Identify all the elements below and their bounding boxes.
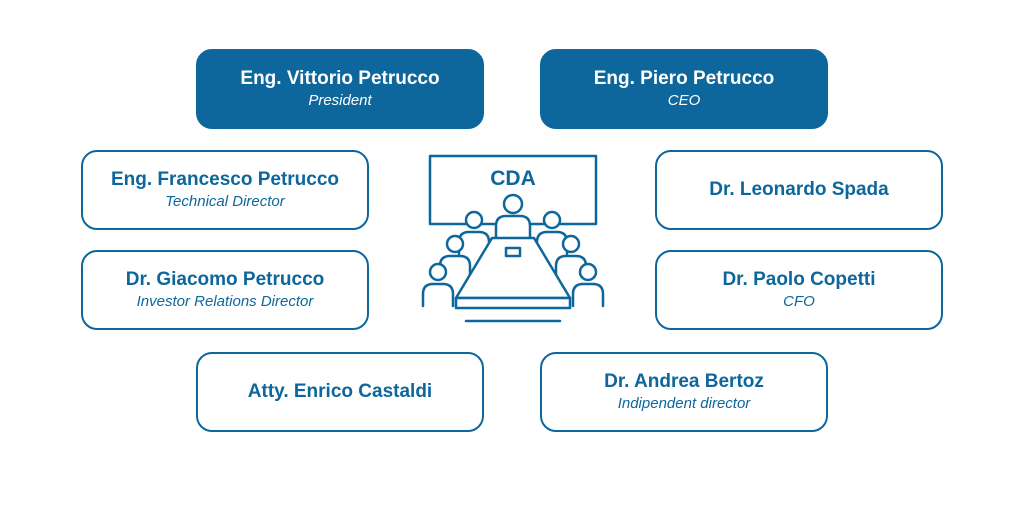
member-name: Dr. Leonardo Spada xyxy=(709,179,889,200)
member-name: Eng. Piero Petrucco xyxy=(593,68,775,89)
member-name: Atty. Enrico Castaldi xyxy=(247,381,433,402)
member-card-independent-director: Dr. Andrea Bertoz Indipendent director xyxy=(540,352,828,432)
member-name: Eng. Vittorio Petrucco xyxy=(240,68,440,89)
member-role: Indipendent director xyxy=(617,395,751,412)
member-card-investor-relations-director: Dr. Giacomo Petrucco Investor Relations … xyxy=(81,250,369,330)
member-name: Dr. Paolo Copetti xyxy=(722,269,876,290)
member-card-enrico-castaldi: Atty. Enrico Castaldi xyxy=(196,352,484,432)
member-card-technical-director: Eng. Francesco Petrucco Technical Direct… xyxy=(81,150,369,230)
member-name: Dr. Giacomo Petrucco xyxy=(125,269,325,290)
member-role: CFO xyxy=(783,293,815,310)
member-role: CEO xyxy=(667,92,701,109)
member-card-president: Eng. Vittorio Petrucco President xyxy=(196,49,484,129)
member-name: Dr. Andrea Bertoz xyxy=(604,371,764,392)
member-card-leonardo-spada: Dr. Leonardo Spada xyxy=(655,150,943,230)
member-name: Eng. Francesco Petrucco xyxy=(110,169,340,190)
member-role: Technical Director xyxy=(165,193,285,210)
member-role: Investor Relations Director xyxy=(136,293,314,310)
member-card-ceo: Eng. Piero Petrucco CEO xyxy=(540,49,828,129)
cda-label: CDA xyxy=(490,167,536,190)
member-role: President xyxy=(308,92,372,109)
boardroom-meeting-icon: CDA xyxy=(421,154,605,323)
member-card-cfo: Dr. Paolo Copetti CFO xyxy=(655,250,943,330)
